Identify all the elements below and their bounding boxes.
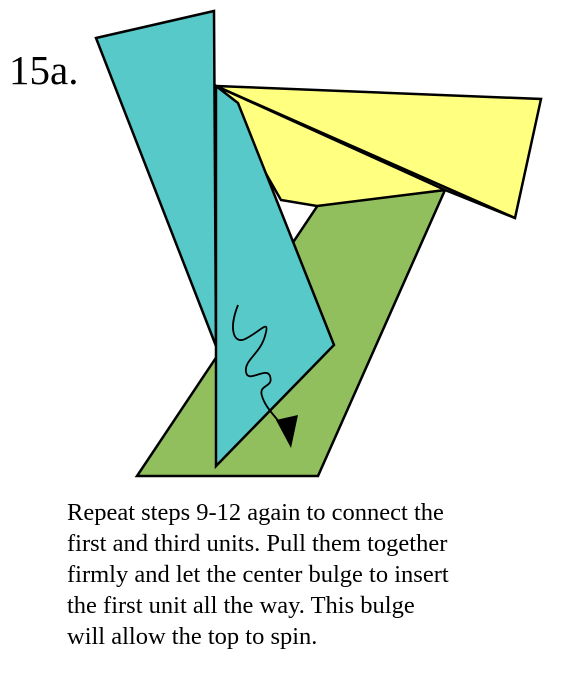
instruction-line: first and third units. Pull them togethe…: [67, 530, 448, 557]
curved-arrow-icon: [232, 304, 298, 448]
yellow-fold-line-lower: [215, 84, 446, 192]
instruction-line: Repeat steps 9-12 again to connect the: [67, 499, 444, 526]
cyan-unit-back: [94, 9, 218, 347]
instruction-line: will allow the top to spin.: [67, 623, 318, 650]
step-label: 15a.: [9, 47, 79, 93]
instruction-line: the first unit all the way. This bulge: [67, 592, 415, 619]
instruction-line: firmly and let the center bulge to inser…: [67, 561, 449, 588]
instruction-text: Repeat steps 9-12 again to connect the f…: [67, 497, 567, 652]
